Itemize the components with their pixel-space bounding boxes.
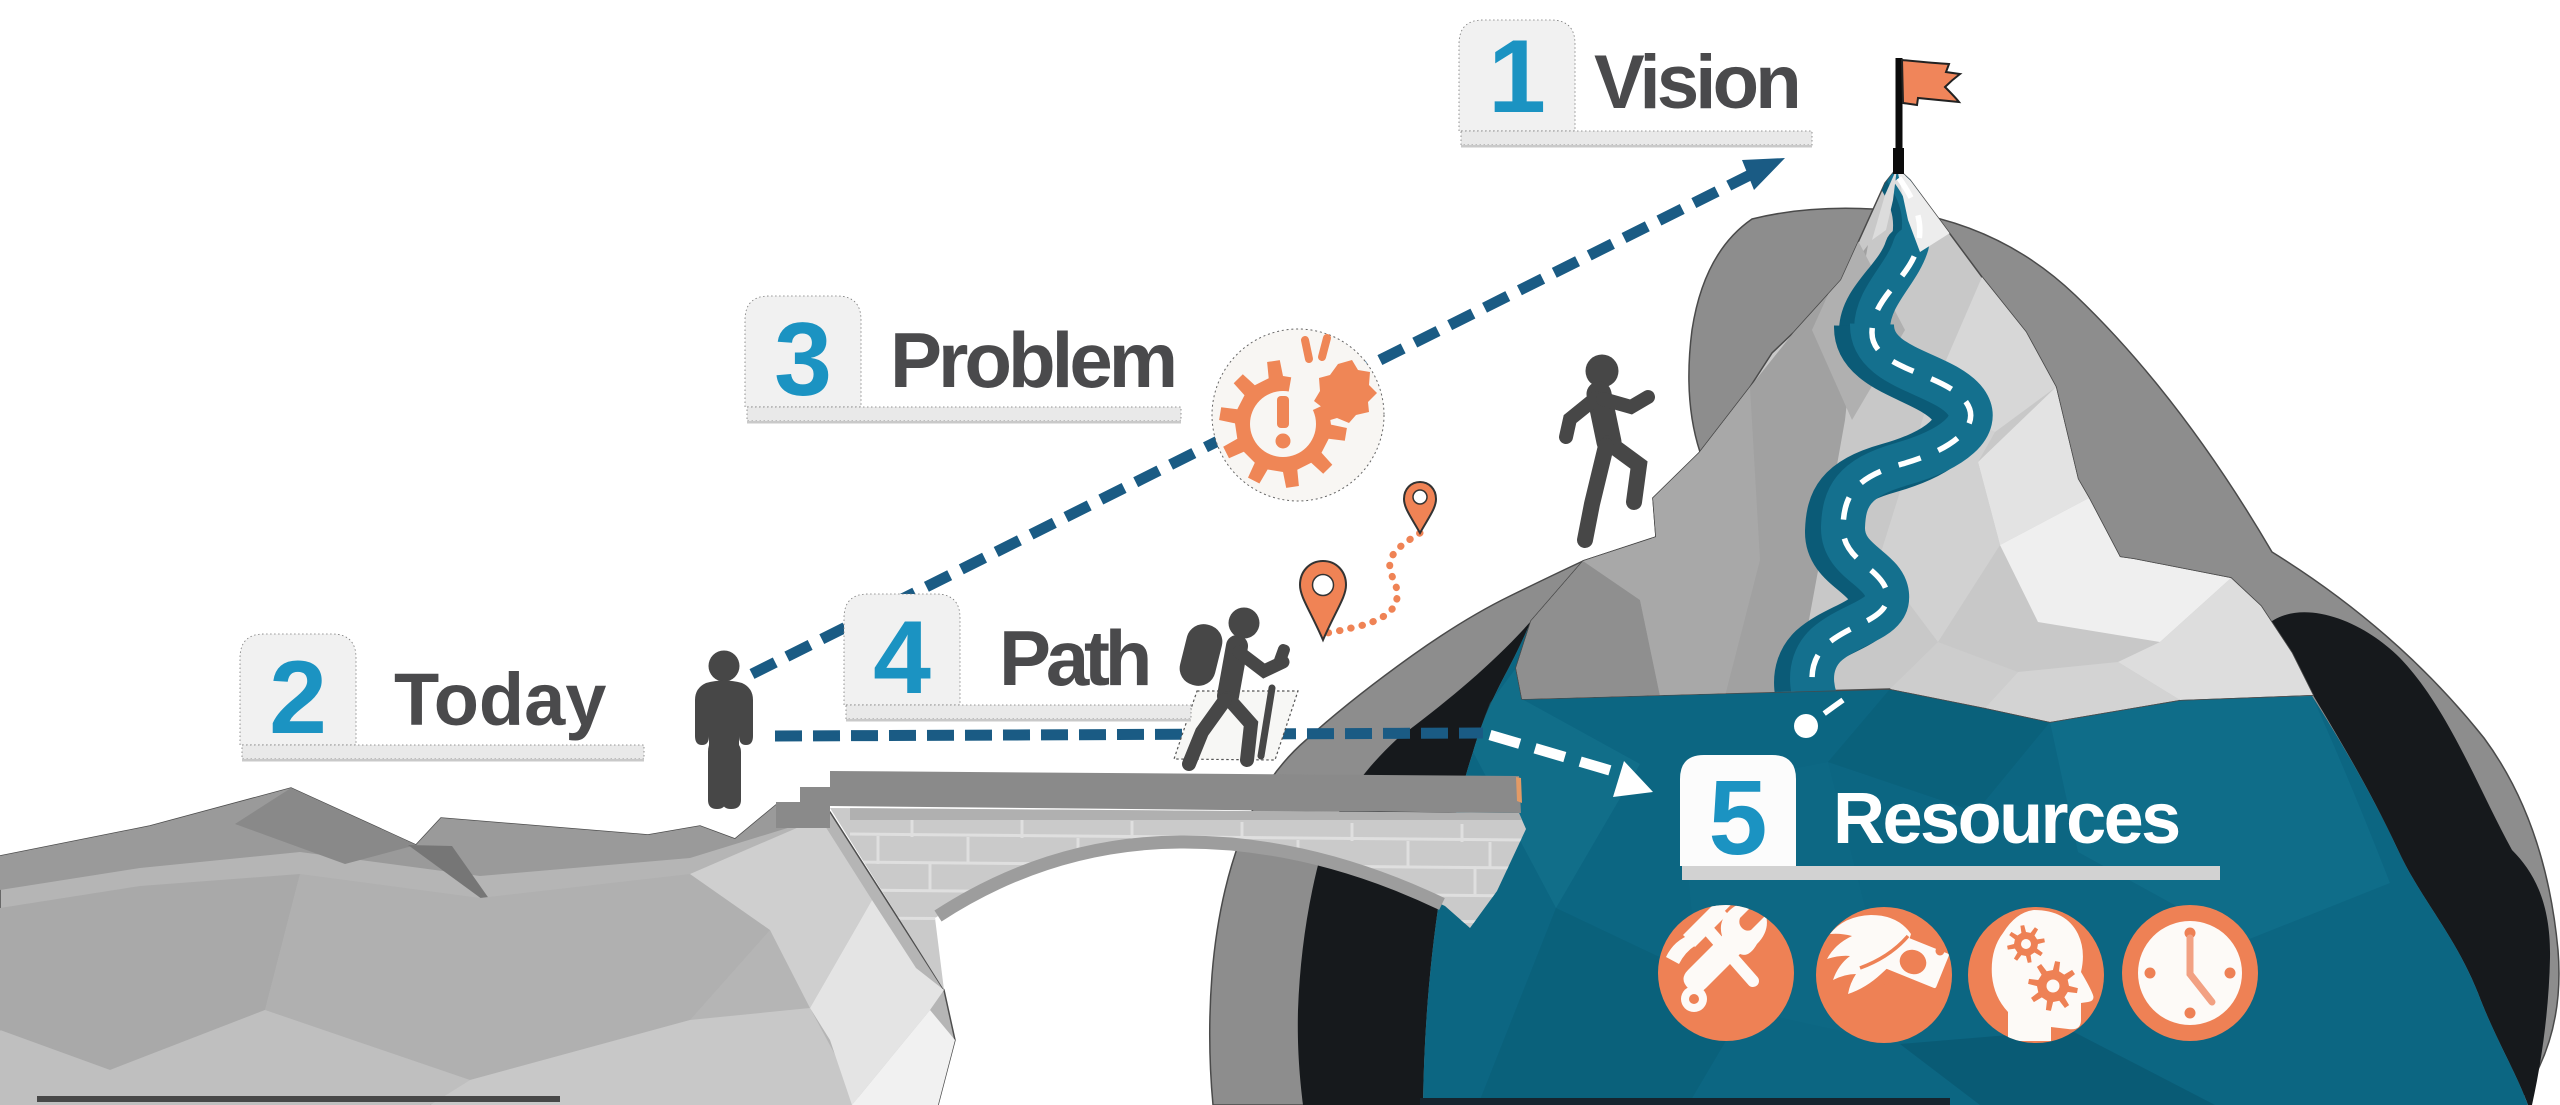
svg-text:1: 1 [1488, 19, 1546, 135]
svg-text:3: 3 [774, 302, 832, 418]
svg-text:5: 5 [1709, 759, 1768, 877]
svg-text:4: 4 [873, 600, 931, 716]
svg-text:Vision: Vision [1594, 40, 1798, 125]
svg-text:2: 2 [269, 640, 327, 756]
svg-text:Resources: Resources [1833, 779, 2179, 859]
svg-text:Problem: Problem [890, 316, 1174, 404]
svg-text:Path: Path [999, 614, 1148, 702]
svg-text:Today: Today [394, 658, 606, 741]
